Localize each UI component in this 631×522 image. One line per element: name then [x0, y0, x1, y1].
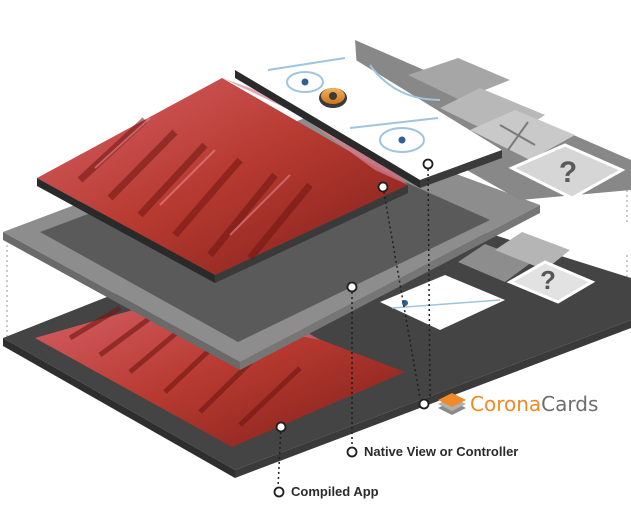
compiled-app-tile [458, 244, 532, 282]
question-mark-text: ? [559, 156, 577, 189]
brand-part-cards: Cards [541, 392, 599, 416]
top-ui-panels: ? [37, 38, 631, 283]
battery-status-text: 32% [572, 239, 588, 248]
native-view-label: Native View or Controller [364, 444, 519, 459]
battery-icon [591, 239, 605, 247]
top-tile-question: ? [508, 143, 626, 200]
question-mark-text: ? [540, 265, 556, 295]
compiled-app-tile-question: ? [506, 260, 596, 304]
brand-part-corona: Corona [470, 392, 542, 416]
puck-icon [319, 88, 347, 108]
ring-dot-icon [273, 158, 434, 498]
stacked-layers-icon [438, 393, 466, 415]
rink-spot [301, 78, 309, 86]
temple-image-panel [37, 78, 408, 283]
compiled-app-native-panel [380, 275, 505, 330]
callout-lines [277, 163, 431, 488]
top-tile-scissors [470, 110, 575, 160]
corona-cards-brand: CoronaCards [470, 392, 598, 416]
air-hockey-panel [235, 38, 502, 188]
rink-spot [398, 136, 406, 144]
top-tile [408, 58, 510, 100]
compiled-app-tile [495, 232, 570, 270]
compiled-app-label: Compiled App [291, 484, 379, 499]
